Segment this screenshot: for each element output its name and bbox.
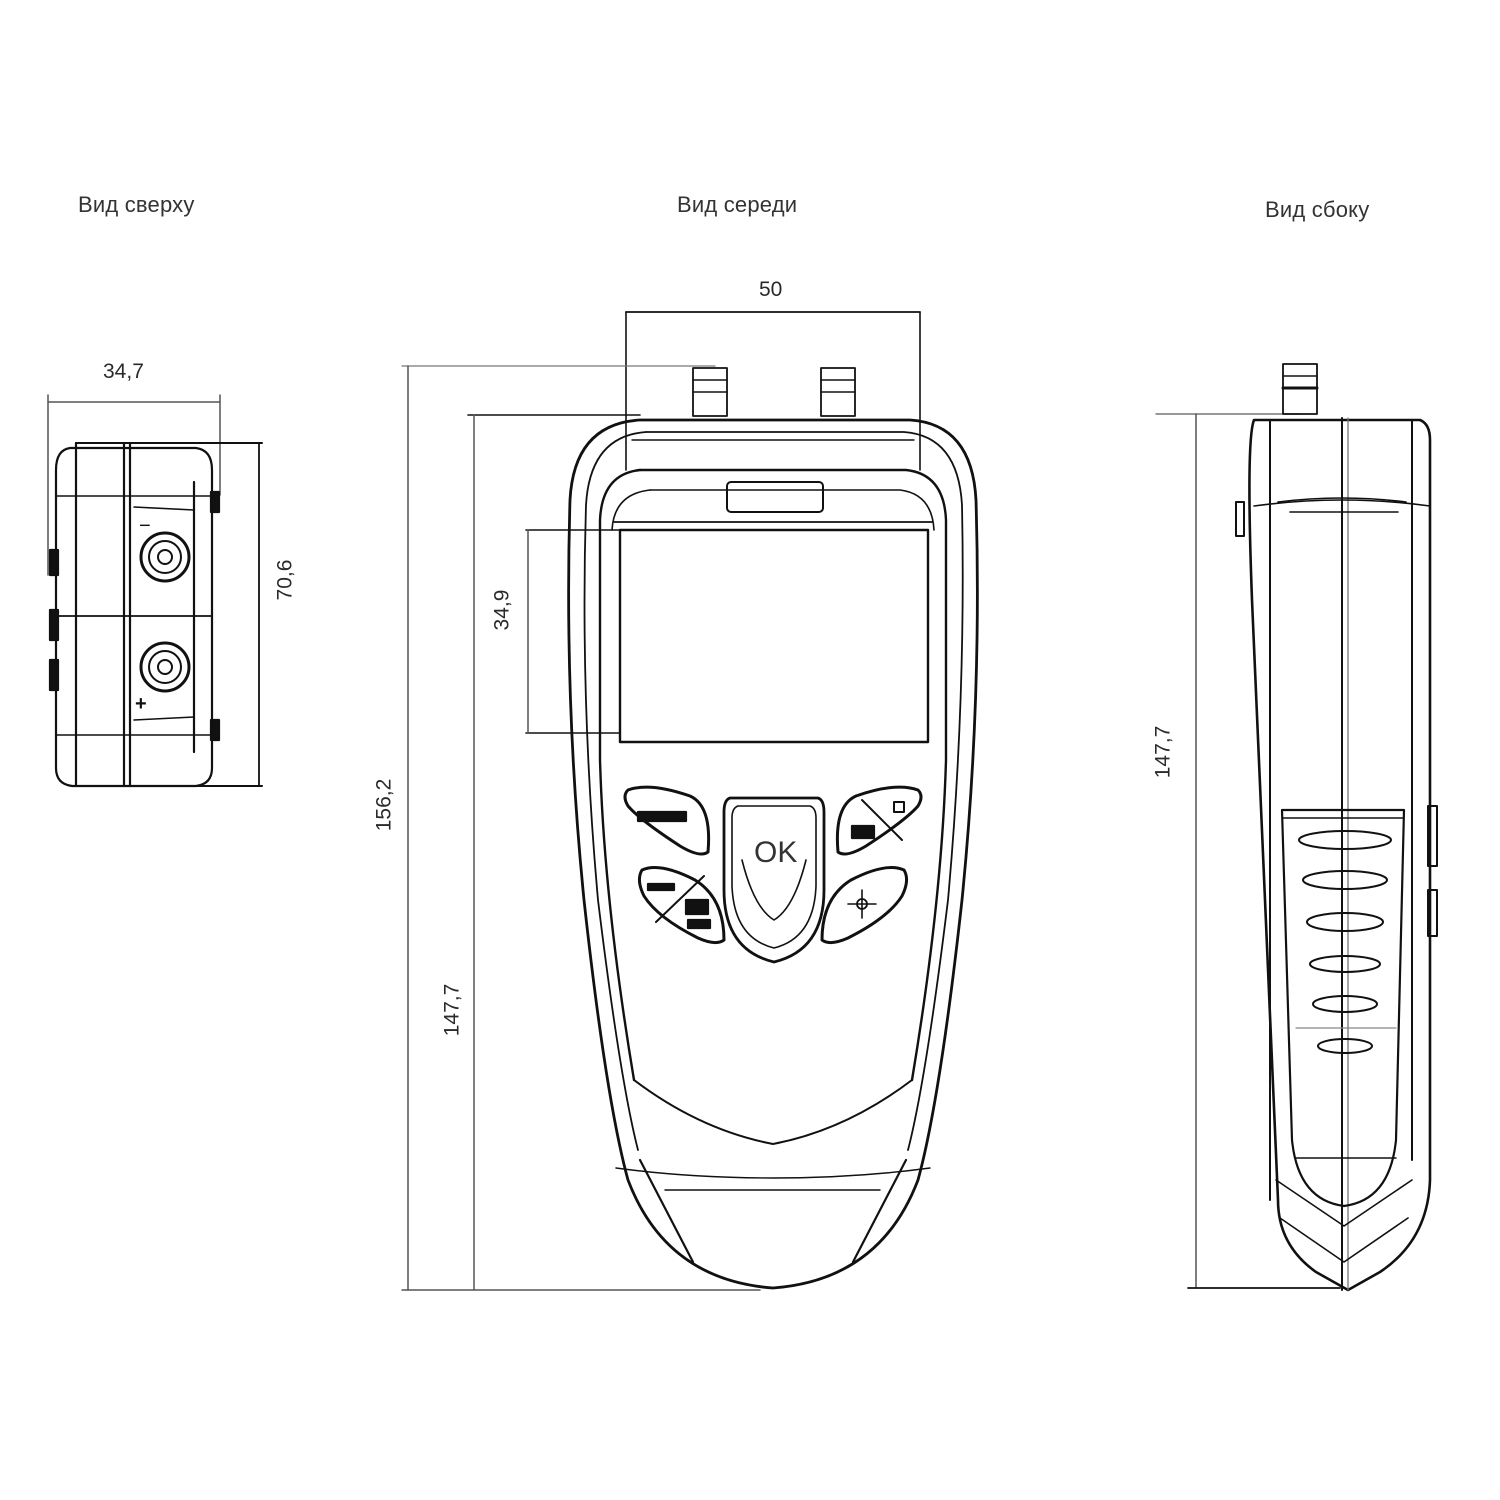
minus-port-label: − xyxy=(139,515,151,537)
top-view-drawing xyxy=(47,394,263,788)
top-width-dimension: 34,7 xyxy=(103,360,144,383)
front-width-dimension: 50 xyxy=(759,278,783,301)
front-view-title: Вид середи xyxy=(677,192,798,217)
top-view-title: Вид сверху xyxy=(78,192,195,217)
plus-port-label: + xyxy=(135,693,147,715)
side-view-title: Вид сбоку xyxy=(1265,197,1370,222)
ok-button-label: OK xyxy=(754,836,797,869)
front-keypad xyxy=(623,785,923,964)
front-view-drawing xyxy=(401,311,979,1291)
side-view-drawing xyxy=(1155,363,1438,1292)
